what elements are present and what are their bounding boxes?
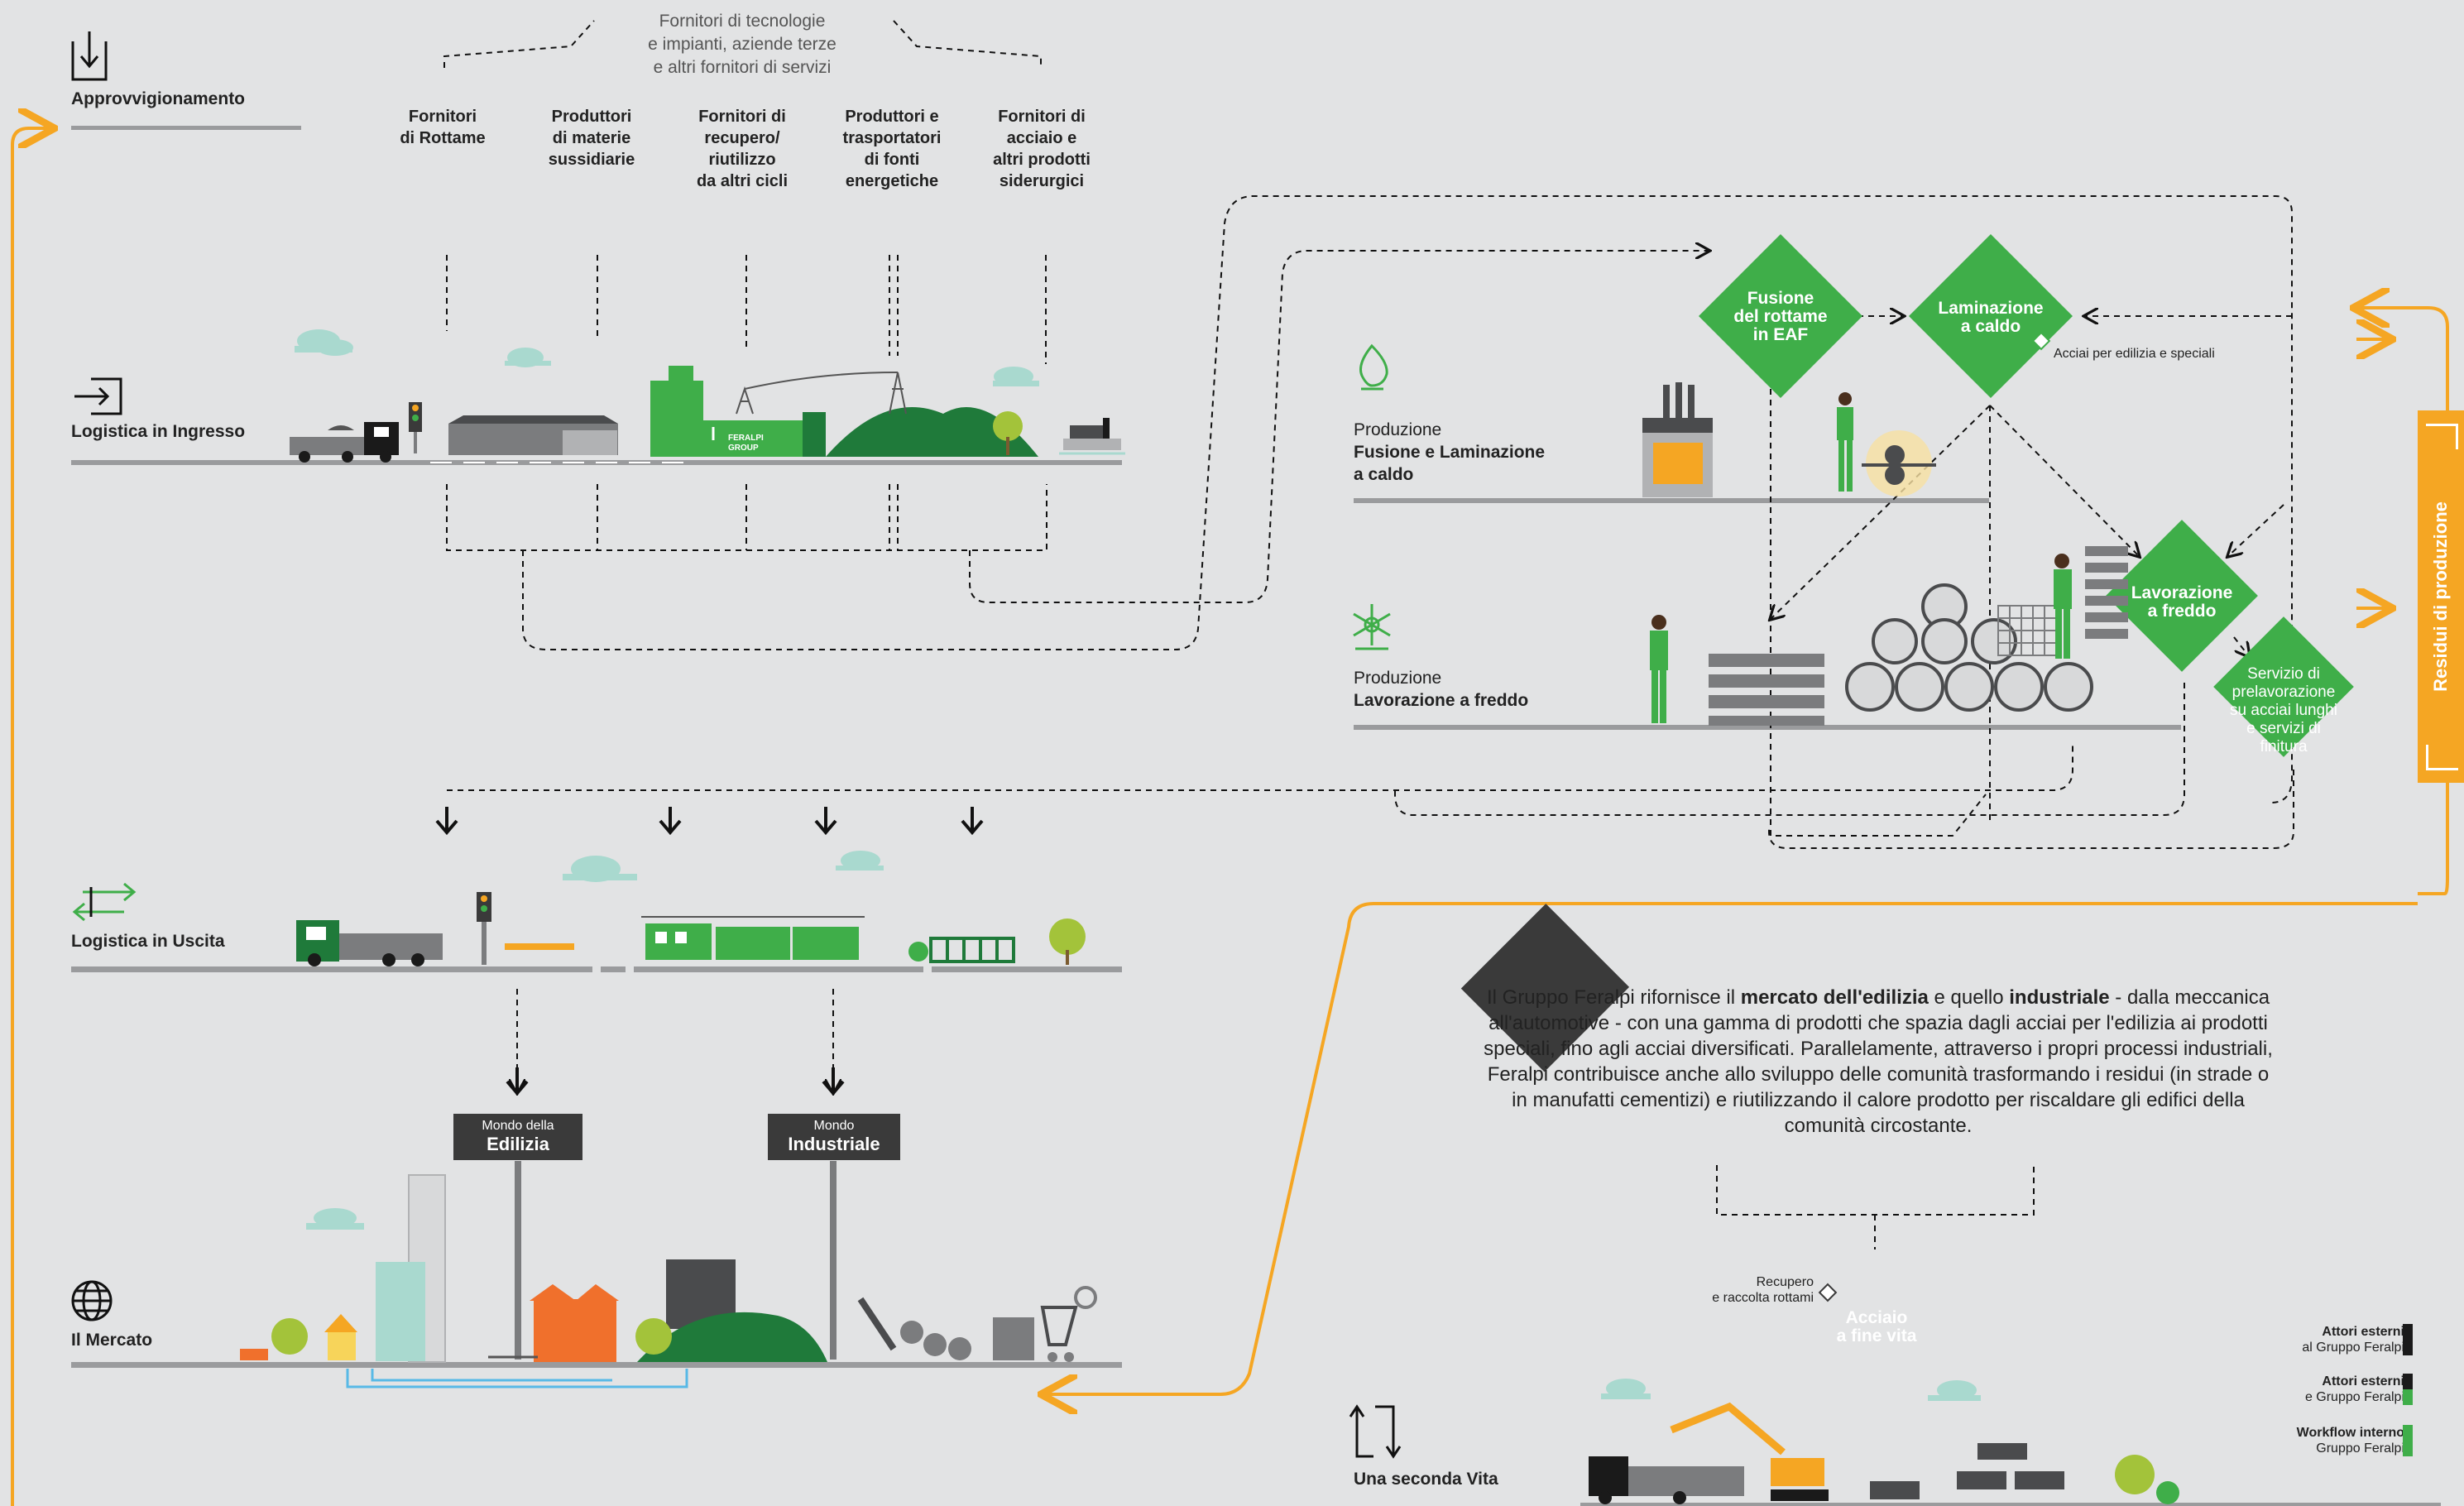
acciai-note: Acciai per edilizia e speciali bbox=[2054, 347, 2215, 361]
section-mercato: Il Mercato bbox=[71, 1331, 153, 1350]
exchange-arrows-icon bbox=[72, 882, 137, 922]
legend-item-title: Workflow interno bbox=[2296, 1426, 2404, 1440]
side-tab-label: Residui di produzione bbox=[2418, 410, 2464, 783]
eaf-furnace bbox=[1642, 382, 1713, 497]
sign-industriale-big: Industriale bbox=[788, 1134, 880, 1154]
train bbox=[641, 916, 865, 960]
produzione-fusione-label-2: Fusione e Laminazione a caldo bbox=[1354, 443, 1546, 484]
fine-vita-label: Acciaio a fine vita bbox=[1836, 1308, 1917, 1345]
traffic-light bbox=[409, 402, 422, 453]
lavorazione-freddo-label: Lavorazione a freddo bbox=[2131, 583, 2233, 621]
worker-cold-2 bbox=[2054, 554, 2072, 659]
worker-cold-1 bbox=[1650, 615, 1668, 723]
feralpi-logo: FERALPI bbox=[728, 434, 764, 443]
sign-edilizia-big: Edilizia bbox=[487, 1134, 549, 1154]
legend-color-swatch bbox=[2403, 1425, 2413, 1441]
feralpi-plant bbox=[650, 366, 1038, 457]
side-tab-top-icon bbox=[2426, 424, 2458, 449]
section-produzione-freddo: Produzione Lavorazione a freddo bbox=[1354, 667, 1528, 712]
barrier-gate bbox=[477, 892, 574, 965]
svg-text:GROUP: GROUP bbox=[728, 444, 759, 453]
supplier-recupero: Fornitori di recupero/ riutilizzo da alt… bbox=[696, 108, 789, 190]
produzione-freddo-label-2: Lavorazione a freddo bbox=[1354, 691, 1529, 710]
section-produzione-fusione: Produzione Fusione e Laminazione a caldo bbox=[1354, 419, 1545, 486]
legend-color-swatch bbox=[2403, 1389, 2413, 1405]
warehouse-building bbox=[448, 415, 618, 455]
utility-pipes bbox=[346, 1369, 688, 1388]
legend-item-subtitle: al Gruppo Feralpi bbox=[2302, 1341, 2404, 1355]
industrial-items bbox=[857, 1286, 1097, 1362]
login-icon bbox=[74, 377, 122, 415]
flame-icon bbox=[1359, 343, 1388, 391]
power-pylons bbox=[736, 372, 907, 415]
legend-item: Attori esterni e Gruppo Feralpi bbox=[2222, 1374, 2404, 1405]
description-paragraph: Il Gruppo Feralpi rifornisce il mercato … bbox=[1484, 986, 2273, 1137]
side-tab-residui bbox=[2418, 410, 2464, 783]
servizio-label: Servizio di prelavorazione su acciai lun… bbox=[2230, 665, 2337, 755]
lavorazione-diamond bbox=[2106, 520, 2258, 672]
produzione-freddo-label-1: Produzione bbox=[1354, 669, 1442, 688]
side-tab-bottom-icon bbox=[2426, 745, 2458, 770]
fence bbox=[929, 937, 1015, 963]
scrap-truck bbox=[1589, 1456, 1744, 1504]
download-icon bbox=[71, 31, 108, 81]
trees-out bbox=[908, 918, 1086, 965]
supplier-energia: Produttori e trasportatori di fonti ener… bbox=[842, 108, 942, 190]
supplier-materie-sussidiarie: Produttori di materie sussidiarie bbox=[548, 108, 635, 169]
legend-item-subtitle: e Gruppo Feralpi bbox=[2304, 1390, 2404, 1404]
tech-suppliers-note: Fornitori di tecnologie e impianti, azie… bbox=[648, 12, 837, 77]
produzione-fusione-label-1: Produzione bbox=[1354, 420, 1442, 439]
recovery-trees bbox=[2115, 1455, 2179, 1504]
sign-mondo-edilizia: Mondo della Edilizia bbox=[453, 1114, 582, 1160]
legend-color-swatch bbox=[2403, 1324, 2413, 1340]
section-seconda-vita: Una seconda Vita bbox=[1354, 1470, 1498, 1489]
legend-color-swatch bbox=[2403, 1374, 2413, 1389]
sign-industriale-small: Mondo bbox=[813, 1119, 855, 1133]
fine-vita-diamond bbox=[1460, 904, 1630, 1072]
legend-item-title: Attori esterni bbox=[2322, 1325, 2404, 1339]
orange-flow-lines bbox=[11, 128, 2449, 1506]
sign-mondo-industriale: Mondo Industriale bbox=[768, 1114, 900, 1160]
city-buildings bbox=[240, 1174, 827, 1363]
worker-hot bbox=[1837, 392, 1853, 492]
down-arrows bbox=[435, 807, 984, 1096]
side-tab-text: Residui di produzione bbox=[2430, 501, 2451, 692]
market-sign-poles bbox=[515, 1161, 837, 1360]
globe-icon bbox=[71, 1280, 113, 1321]
legend-item: Attori esterni al Gruppo Feralpi bbox=[2222, 1324, 2404, 1355]
process-diamonds bbox=[1460, 234, 2354, 1302]
sign-edilizia-small: Mondo della bbox=[482, 1119, 554, 1133]
scrap-cars bbox=[1870, 1443, 2064, 1499]
outgoing-truck bbox=[296, 920, 443, 966]
legend-item-subtitle: Gruppo Feralpi bbox=[2316, 1441, 2404, 1456]
incoming-truck bbox=[290, 422, 399, 463]
legend-color-swatch bbox=[2403, 1441, 2413, 1456]
laminazione-label: Laminazione a caldo bbox=[1938, 299, 2044, 336]
section-approvvigionamento: Approvvigionamento bbox=[71, 89, 246, 108]
recupero-note: Recupero e raccolta rottami bbox=[1712, 1275, 1814, 1305]
fusione-label: Fusione del rottame in EAF bbox=[1733, 289, 1828, 344]
ship bbox=[1059, 418, 1125, 455]
legend-color-swatch bbox=[2403, 1340, 2413, 1355]
snowflake-icon bbox=[1353, 604, 1391, 650]
supplier-rottame: Fornitori di Rottame bbox=[400, 108, 486, 147]
rolling-mill bbox=[1862, 430, 1936, 496]
section-logistica-ingresso: Logistica in Ingresso bbox=[71, 422, 246, 441]
trees bbox=[993, 411, 1023, 455]
section-logistica-uscita: Logistica in Uscita bbox=[71, 932, 225, 951]
supplier-acciaio: Fornitori di acciaio e altri prodotti si… bbox=[993, 108, 1091, 190]
clouds bbox=[295, 329, 1981, 1401]
road-dashes bbox=[430, 462, 683, 463]
legend-item-title: Attori esterni bbox=[2322, 1374, 2404, 1388]
excavator bbox=[1670, 1402, 1829, 1501]
steel-bundles bbox=[1709, 546, 2128, 726]
recycle-arrows-icon bbox=[1349, 1404, 1402, 1459]
